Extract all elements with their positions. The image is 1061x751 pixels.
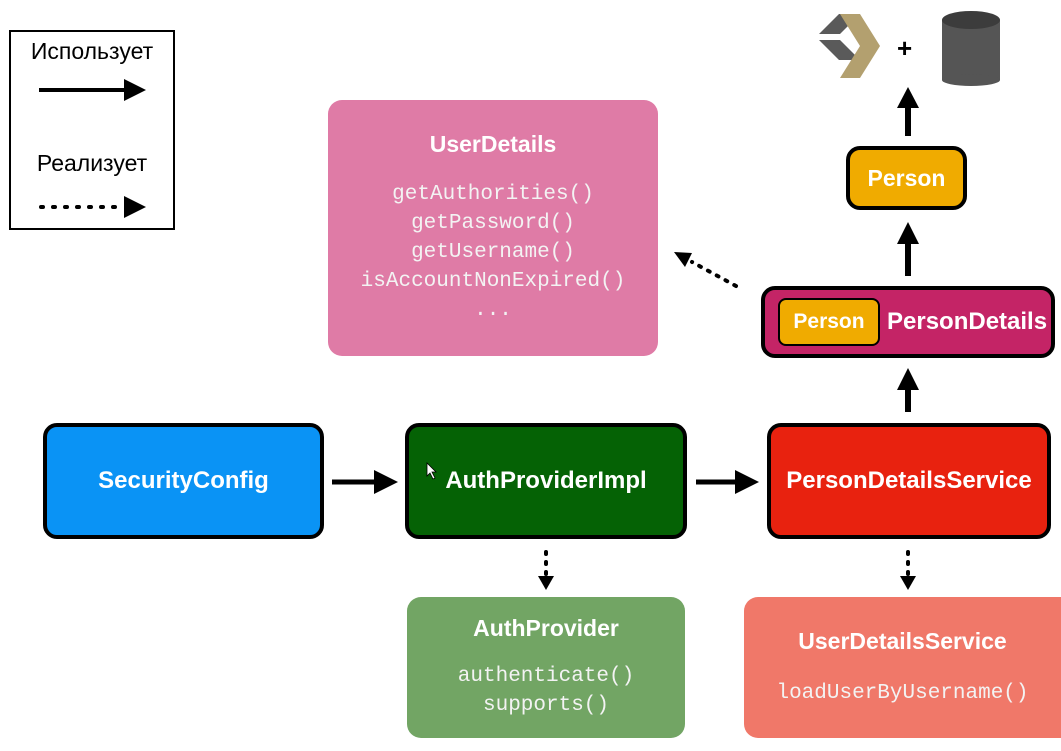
auth-provider-interface: AuthProvider authenticate() supports() [407, 597, 685, 738]
legend-dotted-arrowhead [124, 196, 146, 218]
person-details-label: PersonDetails [887, 308, 1048, 335]
user-details-methods: getAuthorities() getPassword() getUserna… [361, 180, 626, 325]
auth-provider-methods: authenticate() supports() [458, 662, 634, 720]
user-details-method: getPassword() [411, 212, 575, 235]
arrow-person-to-db [897, 87, 919, 136]
auth-provider-title: AuthProvider [473, 615, 619, 641]
auth-provider-method: supports() [482, 694, 610, 717]
person-details-service-label: PersonDetailsService [786, 467, 1032, 494]
arrow-securityconfig-to-authproviderimpl [332, 470, 398, 494]
person-details-service-box: PersonDetailsService [767, 423, 1051, 539]
arrow-persondetails-to-person [897, 222, 919, 276]
person-details-box: Person PersonDetails [761, 286, 1055, 358]
user-details-service-methods: loadUserByUsername() [776, 679, 1028, 708]
legend-implements-label: Реализует [36, 150, 148, 176]
arrow-authproviderimpl-to-service [696, 470, 759, 494]
user-details-title: UserDetails [429, 131, 557, 157]
person-inner-box: Person [778, 298, 880, 346]
auth-provider-impl-label: AuthProviderImpl [445, 467, 647, 494]
security-config-box: SecurityConfig [43, 423, 324, 539]
dotted-arrow-persondetails-to-userdetails [674, 252, 738, 288]
user-details-service-interface: UserDetailsService loadUserByUsername() [744, 597, 1061, 738]
mouse-cursor-icon [426, 462, 437, 480]
person-box: Person [846, 146, 967, 210]
auth-provider-impl-box: AuthProviderImpl [405, 423, 687, 539]
arrow-service-to-persondetails [897, 368, 919, 412]
user-details-method: getAuthorities() [392, 183, 594, 206]
user-details-service-method: loadUserByUsername() [776, 681, 1029, 705]
database-icon [942, 11, 1000, 86]
auth-provider-method: authenticate() [457, 665, 635, 688]
user-details-interface: UserDetails getAuthorities() getPassword… [328, 100, 658, 356]
user-details-method: isAccountNonExpired() [360, 270, 626, 293]
legend-arrows [39, 79, 146, 218]
user-details-service-title: UserDetailsService [798, 627, 1007, 654]
user-details-method: ... [474, 299, 512, 322]
dotted-arrow-service-to-userdetailsservice [900, 550, 916, 590]
person-inner-label: Person [793, 310, 865, 333]
user-details-method: getUsername() [411, 241, 575, 264]
plus-sign: + [897, 33, 913, 63]
legend: Использует Реализует [9, 30, 175, 230]
security-config-label: SecurityConfig [98, 467, 269, 494]
legend-uses-label: Использует [30, 38, 154, 64]
person-label: Person [867, 164, 946, 191]
legend-solid-arrowhead [124, 79, 146, 101]
dotted-arrow-authproviderimpl-to-authprovider [538, 550, 554, 590]
hibernate-logo-icon [819, 14, 880, 78]
